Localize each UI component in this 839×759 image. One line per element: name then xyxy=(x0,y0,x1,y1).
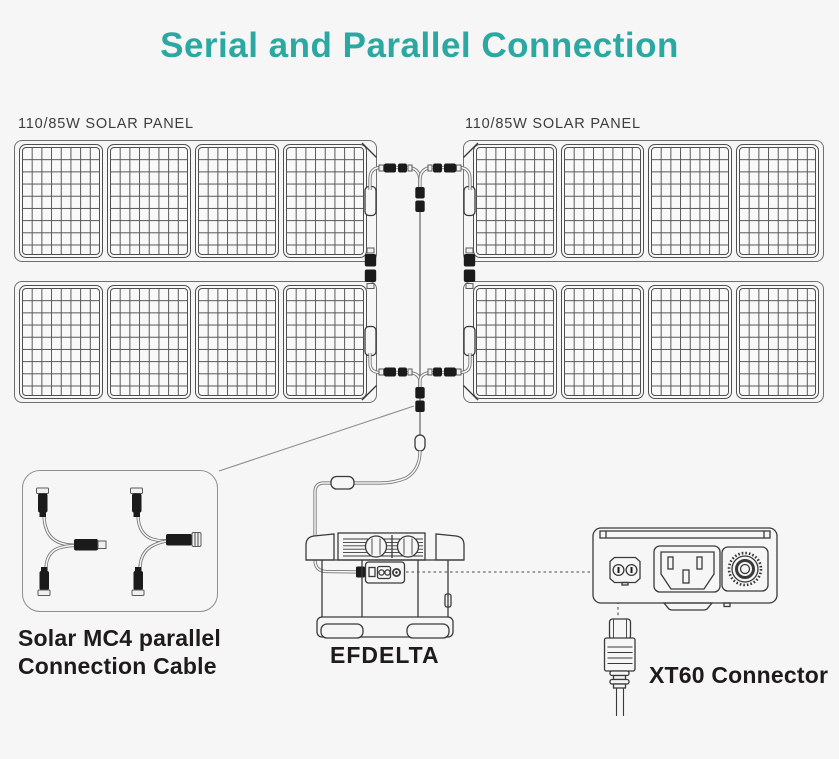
mc4-callout-box xyxy=(22,470,218,612)
efdelta-foot xyxy=(320,623,364,639)
efdelta-base xyxy=(316,616,454,638)
efdelta-label: EFDELTA xyxy=(330,642,440,668)
panel-bottom-notch xyxy=(723,602,731,608)
solar-panel-section xyxy=(473,144,557,258)
top-parallel-cable xyxy=(368,163,472,212)
solar-array-left-row2 xyxy=(14,281,377,403)
mc4-inline-connector-icon xyxy=(415,400,425,412)
efdelta-fan-icon xyxy=(396,535,420,558)
solar-panel-section xyxy=(473,285,557,399)
xt60-label: XT60 Connector xyxy=(649,662,829,688)
solar-panel-section xyxy=(107,285,191,399)
efdelta-input-panel xyxy=(364,561,406,584)
dc-round-port-icon xyxy=(721,546,769,592)
mc4-connector-pair-icon xyxy=(427,367,462,377)
panel-bottom-tab xyxy=(662,602,714,611)
cable-ferrule-icon xyxy=(330,475,355,490)
mc4-connector-pair-icon xyxy=(378,367,413,377)
mc4-callout-label: Solar MC4 parallel Connection Cable xyxy=(18,624,221,680)
diagram-title: Serial and Parallel Connection xyxy=(160,26,679,65)
cable-plug-icon xyxy=(356,566,365,578)
solar-panel-section xyxy=(560,144,644,258)
xt60-plug-icon xyxy=(603,618,636,716)
solar-panel-section xyxy=(648,144,732,258)
solar-array-right-label: 110/85W SOLAR PANEL xyxy=(465,116,641,132)
solar-array-left-label: 110/85W SOLAR PANEL xyxy=(18,116,194,132)
mc4-inline-connector-icon xyxy=(415,187,425,199)
solar-panel-section xyxy=(195,285,279,399)
solar-array-right-row1 xyxy=(463,140,824,262)
solar-panel-section xyxy=(648,285,732,399)
mc4-inline-connector-icon xyxy=(415,387,425,399)
mc4-callout-label-line2: Connection Cable xyxy=(18,653,217,679)
panel-top-bar xyxy=(599,530,771,539)
mc4-connector-pair-icon xyxy=(378,163,413,173)
efdelta-fan-icon xyxy=(364,535,388,558)
solar-panel-section xyxy=(283,285,367,399)
panel-junction-boxes xyxy=(364,185,476,357)
efdelta-handle-left xyxy=(305,533,335,561)
output-cable-to-efdelta xyxy=(313,450,422,578)
solar-panel-section xyxy=(19,285,103,399)
solar-panel-section xyxy=(19,144,103,258)
solar-panel-section xyxy=(195,144,279,258)
leader-line xyxy=(218,405,415,472)
mc4-callout-label-line1: Solar MC4 parallel xyxy=(18,625,222,651)
mc4-inline-connector-icon xyxy=(415,200,425,212)
xt60-port-icon xyxy=(609,556,641,586)
mc4-connector-pair-icon xyxy=(427,163,462,173)
ac-inlet-icon xyxy=(653,545,721,593)
input-panel-closeup xyxy=(592,527,778,611)
solar-panel-section xyxy=(735,144,819,258)
xt60-plug-cable xyxy=(615,688,625,716)
solar-panel-section xyxy=(560,285,644,399)
efdelta-handle-right xyxy=(435,533,465,561)
solar-array-right-row2 xyxy=(463,281,824,403)
bottom-parallel-cable xyxy=(368,353,472,412)
cable-coupler-icon xyxy=(414,434,426,452)
array-corner-chamfers xyxy=(361,142,479,401)
efdelta-latch xyxy=(444,593,452,608)
efdelta-foot xyxy=(406,623,450,639)
solar-panel-section xyxy=(283,144,367,258)
solar-array-left-row1 xyxy=(14,140,377,262)
efdelta-vent-grille xyxy=(337,532,426,561)
solar-panel-section xyxy=(107,144,191,258)
solar-panel-section xyxy=(735,285,819,399)
efdelta-device xyxy=(305,532,465,639)
